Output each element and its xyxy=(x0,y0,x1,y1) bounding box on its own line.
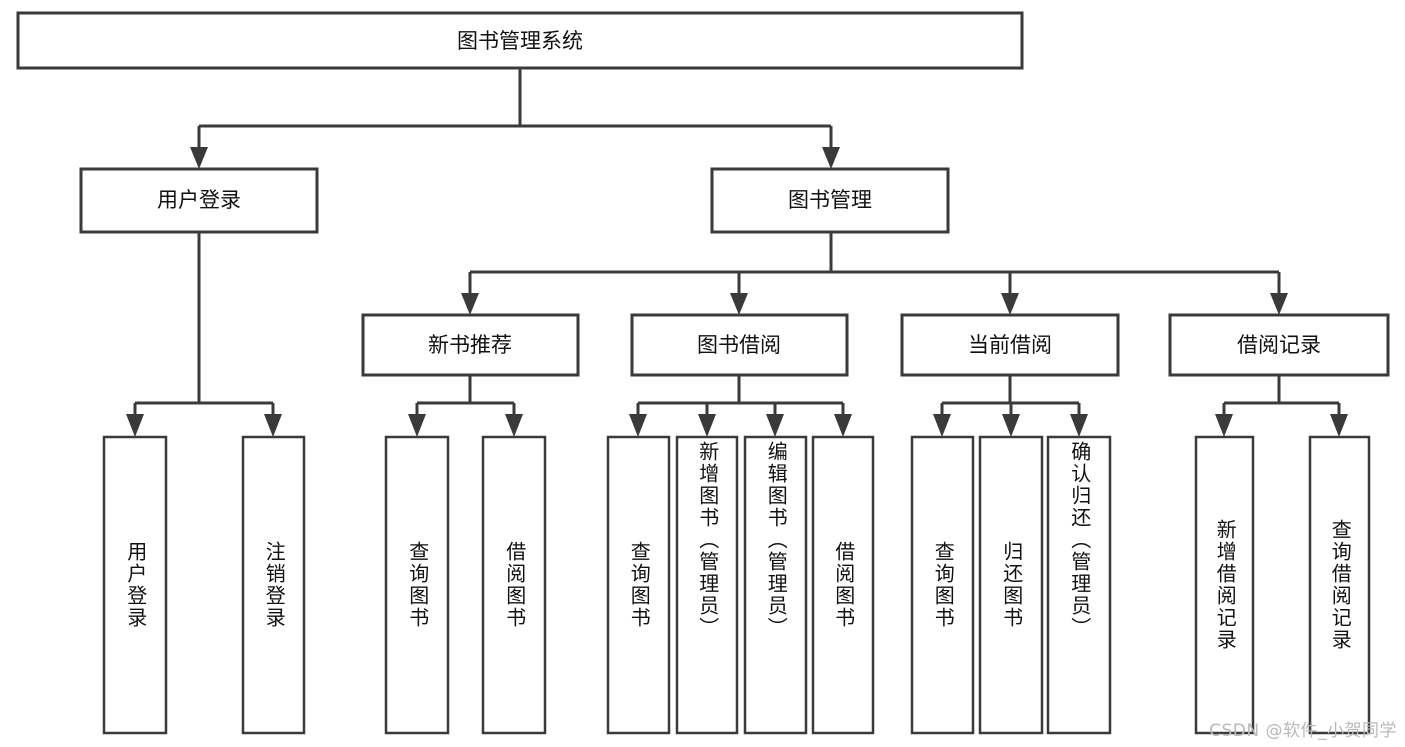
leaf-box-borrow-record-1[interactable] xyxy=(1308,435,1371,735)
leaf-box-user-login-1[interactable] xyxy=(241,435,306,735)
node-current-borrow[interactable]: 当前借阅 xyxy=(900,313,1120,377)
node-user-login[interactable]: 用户登录 xyxy=(79,167,319,234)
node-user-login-label: 用户登录 xyxy=(157,188,241,212)
connector-currentborrow-to-leaves xyxy=(933,375,1088,437)
leaf-box-book-borrow-2[interactable] xyxy=(743,435,808,735)
node-new-book-recommend[interactable]: 新书推荐 xyxy=(361,313,580,377)
node-new-book-recommend-label: 新书推荐 xyxy=(428,333,512,357)
leaf-box-book-borrow-0[interactable] xyxy=(606,435,671,735)
leaf-box-new-book-1[interactable] xyxy=(481,435,547,735)
node-borrow-record[interactable]: 借阅记录 xyxy=(1168,313,1390,377)
connector-bookmgmt-to-level3 xyxy=(461,232,1288,315)
connector-bookborrow-to-leaves xyxy=(629,375,852,437)
leaf-box-current-borrow-1[interactable] xyxy=(978,435,1044,735)
node-borrow-record-label: 借阅记录 xyxy=(1237,333,1321,357)
node-book-borrow-label: 图书借阅 xyxy=(697,333,781,357)
node-root[interactable]: 图书管理系统 xyxy=(16,11,1024,70)
connector-newbook-to-leaves xyxy=(408,375,523,437)
node-book-borrow[interactable]: 图书借阅 xyxy=(630,313,849,377)
leaf-box-book-borrow-1[interactable] xyxy=(675,435,739,735)
leaf-box-user-login-0[interactable] xyxy=(102,435,168,735)
node-book-management[interactable]: 图书管理 xyxy=(710,167,950,234)
leaf-box-new-book-0[interactable] xyxy=(384,435,450,735)
node-root-label: 图书管理系统 xyxy=(457,29,583,53)
node-current-borrow-label: 当前借阅 xyxy=(968,333,1052,357)
connector-root-to-level2 xyxy=(190,68,840,169)
leaf-box-borrow-record-0[interactable] xyxy=(1194,435,1255,735)
leaf-box-book-borrow-3[interactable] xyxy=(811,435,875,735)
node-book-management-label: 图书管理 xyxy=(788,188,872,212)
leaf-box-current-borrow-2[interactable] xyxy=(1046,435,1112,735)
connector-userlogin-to-leaves xyxy=(126,232,282,437)
watermark-text: CSDN @软件_小贺同学 xyxy=(1209,721,1397,741)
leaf-box-current-borrow-0[interactable] xyxy=(910,435,975,735)
connector-borrowrecord-to-leaves xyxy=(1215,375,1348,437)
